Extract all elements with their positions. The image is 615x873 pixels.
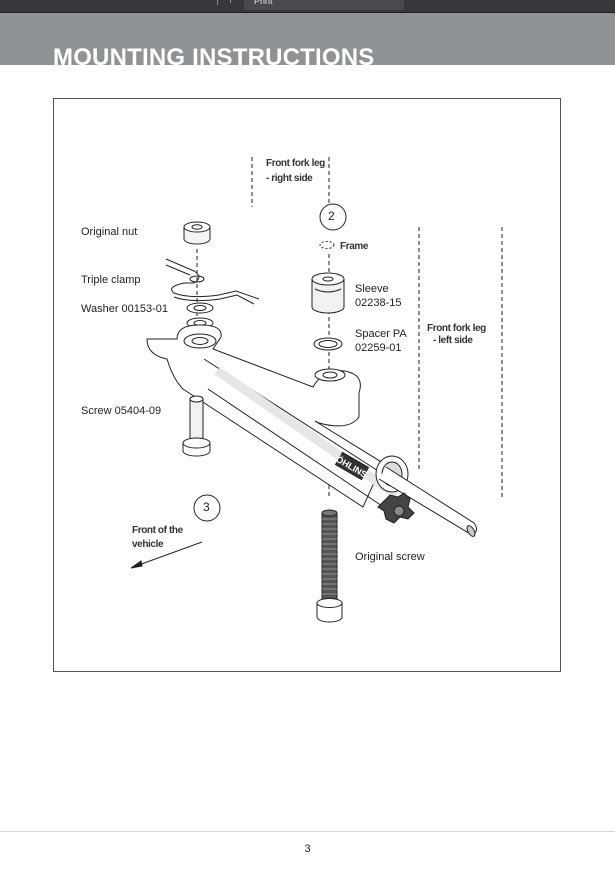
original-nut xyxy=(183,221,211,245)
steering-damper-body: ÖHLINS xyxy=(146,324,478,537)
screw-05404-09 xyxy=(182,395,211,457)
washer-pair xyxy=(186,302,214,329)
adjuster-knob xyxy=(377,492,415,524)
label-original-screw: Original screw xyxy=(355,551,425,563)
sleeve xyxy=(311,272,345,314)
label-sleeve-name: Sleeve xyxy=(355,283,389,295)
label-front-of-vehicle-2: vehicle xyxy=(132,539,164,550)
label-front-fork-left-1: Front fork leg xyxy=(427,323,486,334)
viewer-toolbar: Print xyxy=(0,0,615,13)
label-sleeve-part: 02238-15 xyxy=(355,297,402,309)
exploded-view-drawing: ÖHLINS xyxy=(130,157,503,623)
label-front-fork-left-2: - left side xyxy=(433,335,473,346)
page-header-band: MOUNTING INSTRUCTIONS xyxy=(0,13,615,65)
frame-mount-icon xyxy=(319,241,335,249)
toolbar-field[interactable]: Print xyxy=(244,0,404,10)
footer-divider xyxy=(0,831,615,832)
step-3-number: 3 xyxy=(203,500,210,514)
label-front-fork-right-1: Front fork leg xyxy=(266,158,325,169)
label-washer: Washer 00153-01 xyxy=(81,303,169,315)
label-triple-clamp: Triple clamp xyxy=(81,274,141,286)
step-2-marker xyxy=(319,203,347,231)
triple-clamp xyxy=(165,258,260,305)
label-front-fork-right-2: - right side xyxy=(266,173,313,184)
toolbar-tick xyxy=(230,0,231,3)
front-direction-arrow xyxy=(130,541,203,569)
step-3-marker xyxy=(193,494,221,522)
label-front-of-vehicle-1: Front of the xyxy=(132,525,183,536)
screw-threads xyxy=(322,518,337,595)
step-2-number: 2 xyxy=(328,209,335,223)
label-original-nut: Original nut xyxy=(81,226,138,238)
label-frame: Frame xyxy=(340,241,369,252)
original-screw xyxy=(316,509,343,623)
label-spacer-part: 02259-01 xyxy=(355,342,402,354)
spacer xyxy=(313,337,343,351)
label-screw: Screw 05404-09 xyxy=(81,405,162,417)
page-title: MOUNTING INSTRUCTIONS xyxy=(53,44,375,65)
page-number: 3 xyxy=(304,843,311,855)
mounting-diagram: ÖHLINS xyxy=(53,98,561,672)
toolbar-separator xyxy=(217,0,218,5)
label-spacer-name: Spacer PA xyxy=(355,328,407,340)
